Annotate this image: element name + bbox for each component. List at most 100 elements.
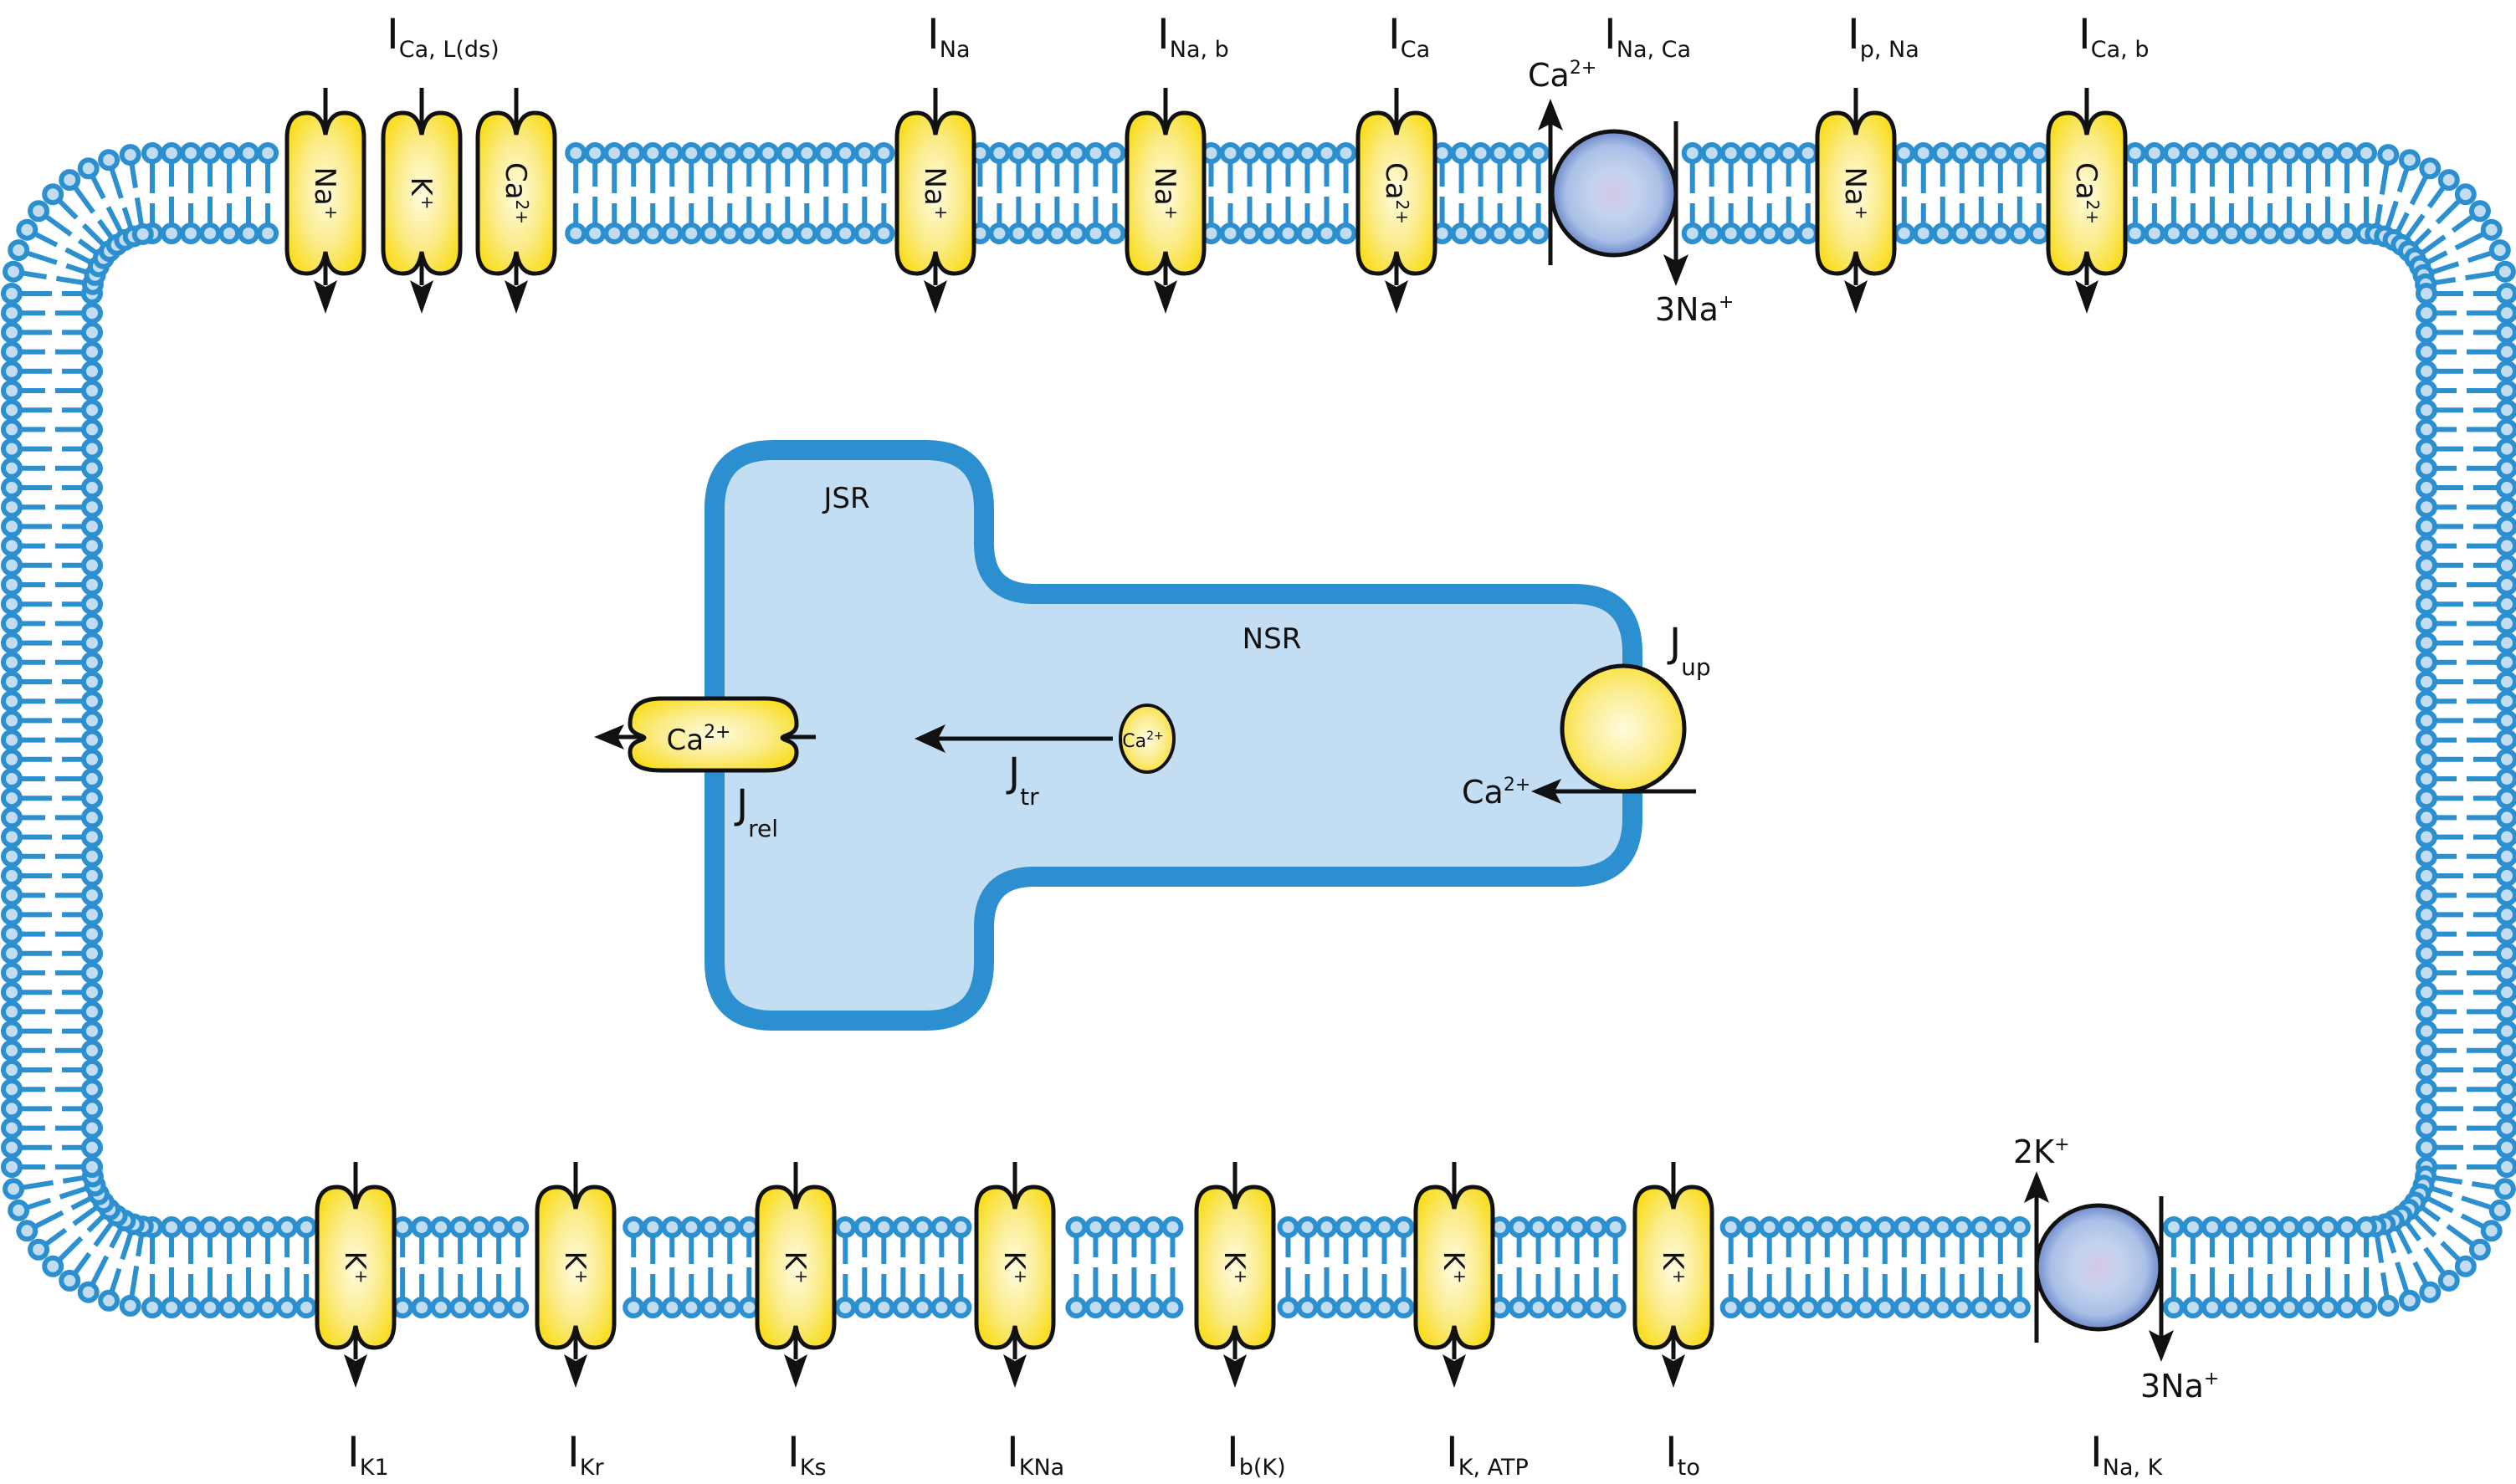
lipid-tail [109,166,124,199]
lipid-head [1681,142,1704,164]
pump-out-ion: 2K+ [2013,1133,2070,1170]
lipid-head [930,1297,953,1318]
lipid-head [2496,283,2516,304]
lipid-head [1527,142,1550,164]
lipid-head [834,142,857,164]
lipid-tail [90,174,106,200]
lipid-head [2416,593,2437,616]
lipid-head [1335,223,1357,244]
lipid-head [1,1020,23,1042]
lipid-head [1970,223,1992,244]
lipid-head [2258,142,2281,164]
lipid-head [1161,1297,1184,1318]
channel-ion-label: K+ [338,1251,372,1283]
lipid-head [2416,690,2437,713]
lipid-head [757,142,780,164]
lipid-head [623,223,645,244]
channel-current-label: IKNa [1007,1428,1064,1481]
lipid-head [2297,142,2319,164]
lipid-head [2416,748,2437,770]
lipid-head [2355,1216,2377,1238]
exchanger-out-arrow-head [1538,99,1563,130]
lipid-head [2496,496,2516,519]
lipid-head [2181,1216,2204,1238]
lipid-head [2416,671,2437,693]
lipid-tail [2446,1224,2475,1247]
lipid-head [1123,1297,1145,1318]
lipid-head [2416,477,2437,499]
lipid-head [911,1297,934,1318]
lipid-head [81,360,103,382]
lipid-head [2316,1297,2339,1318]
lipid-head [1,632,23,654]
lipid-head [2335,223,2358,244]
lipid-head [81,1020,103,1042]
sarcoplasmic-reticulum: JSR NSR Ca2+ Jrel Ca2+ Jtr Ca2+ Jup [594,440,1711,1031]
channel-current-label: IK1 [347,1428,389,1481]
lipid-head [1469,142,1492,164]
top-channel: Na+Ip, Na [1815,10,1919,314]
bottom-channel: K+IKNa [974,1162,1064,1481]
lipid-head [1739,1216,1761,1238]
lipid-head [2416,438,2437,460]
lipid-head [1777,223,1800,244]
lipid-head [257,223,279,244]
lipid-tail [81,223,106,248]
lipid-head [1,1156,23,1178]
lipid-head [1796,1297,1819,1318]
serca-pump-body [1560,663,1687,794]
lipid-head [2468,1238,2491,1261]
lipid-head [2416,380,2437,402]
lipid-head [81,806,103,829]
lipid-head [2488,239,2511,262]
lipid-head [411,1216,433,1238]
lipid-head [1007,223,1030,244]
channel-current-label: IKr [567,1428,604,1481]
lipid-head [1681,223,1704,244]
lipid-head [81,399,103,422]
lipid-head [257,142,279,164]
lipid-head [853,1216,876,1238]
channel-ion-label: Na+ [308,166,341,219]
channel-ion-label: Na+ [918,166,951,219]
lipid-head [2416,962,2437,984]
lipid-tail [2379,162,2390,195]
lipid-tail [2423,1246,2447,1276]
lipid-head [1489,142,1511,164]
lipid-head [2239,142,2262,164]
lipid-head [28,200,50,223]
lipid-head [1989,223,2011,244]
lipid-head [1219,142,1242,164]
lipid-head [2496,632,2516,654]
lipid-head [2496,1078,2516,1101]
lipid-head [218,142,241,164]
channel-body [381,110,463,276]
lipid-head [411,1297,433,1318]
channel-arrow-head [1442,1354,1466,1388]
lipid-head [2416,1117,2437,1139]
lipid-tail [2433,277,2457,286]
lipid-head [950,1216,972,1238]
channel-arrow-head [314,280,337,314]
lipid-tail [2461,1195,2493,1210]
lipid-head [77,157,100,180]
lipid-head [1,399,23,422]
lipid-head [2419,1281,2442,1303]
lipid-head [2496,923,2516,945]
lipid-head [81,380,103,402]
lipid-head [853,1297,876,1318]
lipid-head [2416,651,2437,673]
lipid-head [738,223,761,244]
channel-current-label: Ito [1665,1428,1700,1481]
lipid-head [1,768,23,790]
lipid-head [2416,283,2437,304]
lipid-head [2496,729,2516,751]
lipid-head [1296,223,1319,244]
lipid-tail [2380,1272,2390,1298]
lipid-head [1950,142,1973,164]
lipid-head [2416,787,2437,810]
lipid-head [180,1297,202,1318]
lipid-head [2496,903,2516,926]
lipid-head [2493,1178,2516,1200]
